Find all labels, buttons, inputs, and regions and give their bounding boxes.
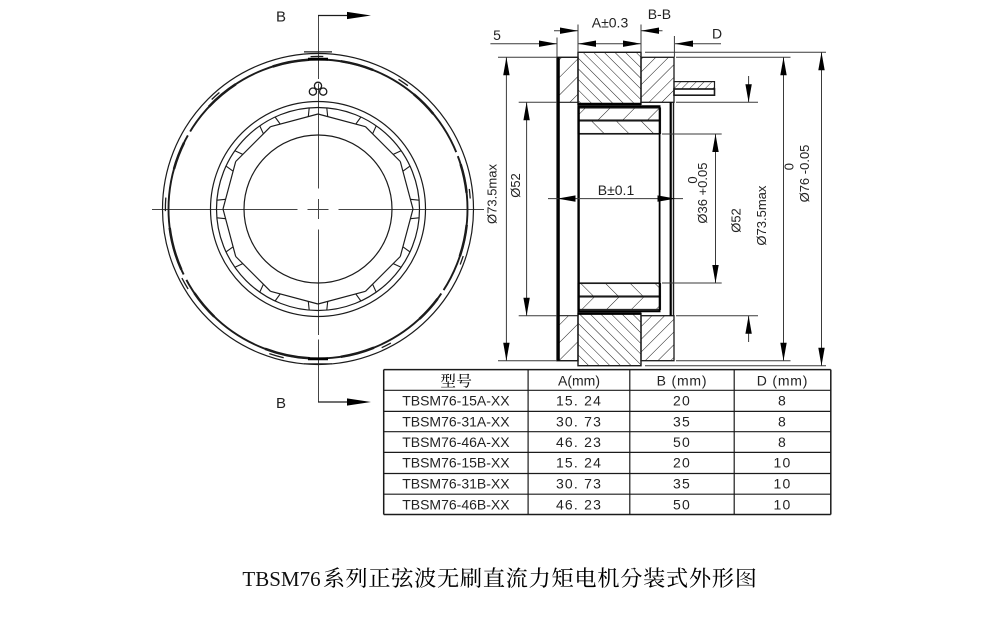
svg-text:10: 10 [774, 476, 792, 492]
svg-text:TBSM76-46B-XX: TBSM76-46B-XX [402, 496, 510, 512]
svg-text:Ø73.5max: Ø73.5max [754, 185, 769, 245]
svg-text:50: 50 [673, 496, 691, 512]
svg-text:TBSM76-15B-XX: TBSM76-15B-XX [402, 455, 510, 471]
svg-text:0: 0 [782, 163, 797, 170]
svg-text:B: B [276, 9, 286, 26]
svg-text:B-B: B-B [648, 6, 671, 22]
svg-text:B: B [276, 395, 286, 412]
svg-text:Ø73.5max: Ø73.5max [485, 164, 500, 224]
svg-text:A±0.3: A±0.3 [592, 14, 629, 30]
svg-text:TBSM76-31B-XX: TBSM76-31B-XX [402, 476, 510, 492]
svg-text:20: 20 [673, 455, 691, 471]
svg-text:0: 0 [685, 176, 700, 183]
svg-text:Ø36 +0.05: Ø36 +0.05 [695, 163, 710, 224]
svg-text:35: 35 [673, 476, 691, 492]
svg-text:Ø76 -0.05: Ø76 -0.05 [797, 145, 812, 203]
svg-text:8: 8 [778, 393, 787, 409]
svg-text:46. 23: 46. 23 [556, 496, 602, 512]
svg-text:8: 8 [778, 434, 787, 450]
svg-text:30. 73: 30. 73 [556, 414, 602, 430]
svg-text:TBSM76-15A-XX: TBSM76-15A-XX [402, 393, 510, 409]
svg-text:15. 24: 15. 24 [556, 455, 602, 471]
svg-text:46. 23: 46. 23 [556, 434, 602, 450]
svg-text:10: 10 [774, 496, 792, 512]
svg-text:D (mm): D (mm) [757, 372, 808, 388]
svg-text:50: 50 [673, 434, 691, 450]
svg-text:Ø52: Ø52 [729, 208, 744, 233]
svg-text:B (mm): B (mm) [657, 372, 708, 388]
svg-text:10: 10 [774, 455, 792, 471]
svg-text:TBSM76-31A-XX: TBSM76-31A-XX [402, 414, 510, 430]
svg-text:15. 24: 15. 24 [556, 393, 602, 409]
svg-text:D: D [712, 26, 722, 42]
svg-text:TBSM76-46A-XX: TBSM76-46A-XX [402, 434, 510, 450]
svg-text:35: 35 [673, 414, 691, 430]
svg-text:30. 73: 30. 73 [556, 476, 602, 492]
svg-text:5: 5 [493, 27, 501, 43]
svg-text:20: 20 [673, 393, 691, 409]
svg-text:B±0.1: B±0.1 [598, 182, 635, 198]
svg-text:8: 8 [778, 414, 787, 430]
svg-text:TBSM76: TBSM76 [242, 567, 320, 591]
svg-text:A(mm): A(mm) [558, 372, 600, 388]
svg-text:Ø52: Ø52 [508, 173, 523, 198]
